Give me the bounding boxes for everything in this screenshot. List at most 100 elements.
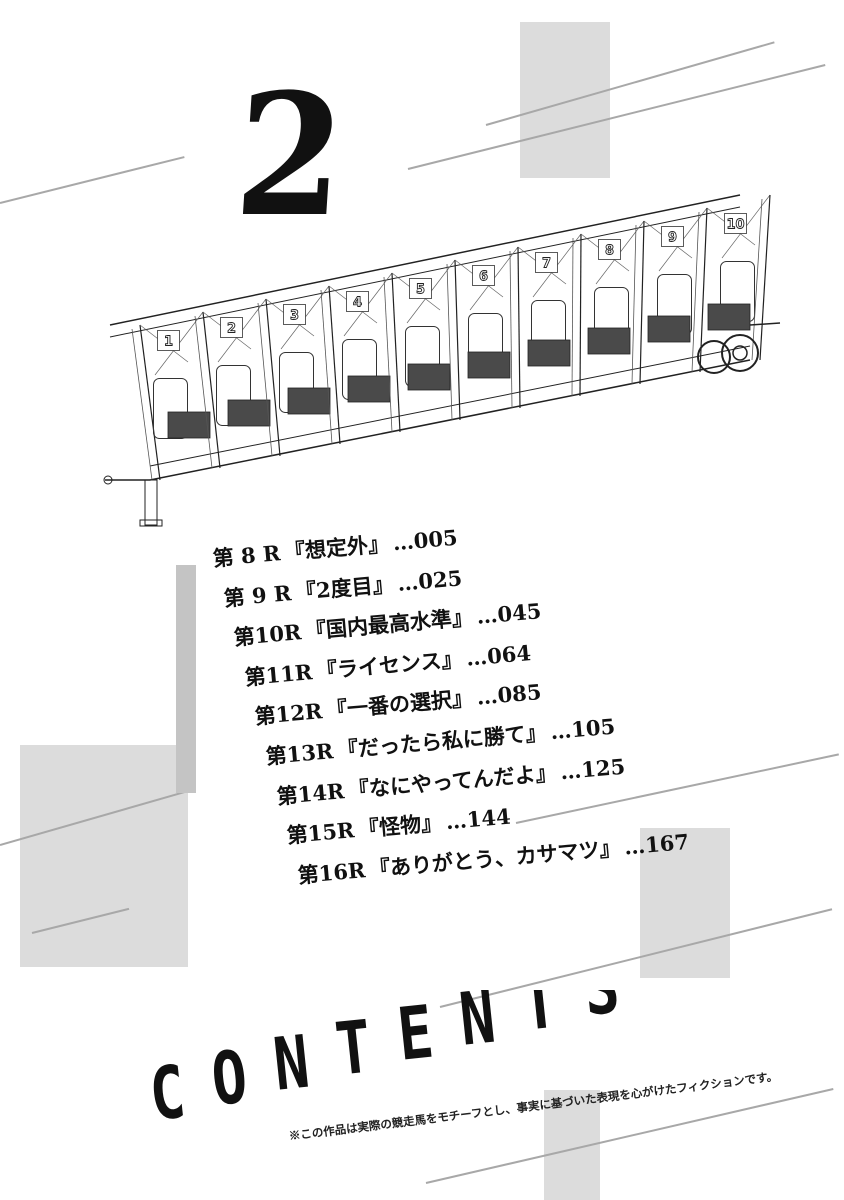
gate-post-inner	[691, 211, 700, 373]
toc-page: …064	[464, 639, 532, 671]
gate-stall-door	[467, 351, 511, 379]
toc-title: 『なにやってんだよ』	[346, 759, 558, 803]
toc-title: 『ありがとう、カサマツ』	[367, 834, 622, 882]
contents-letter: O	[208, 1035, 252, 1122]
gate-number: 6	[479, 270, 488, 285]
gate-stall-door	[167, 411, 211, 439]
gate-post-inner	[631, 224, 637, 385]
toc-title: 『だったら私に勝て』	[336, 719, 548, 763]
toc-item: 第10R『国内最高水準』…045	[233, 598, 547, 651]
gate-number: 3	[290, 309, 299, 324]
gate-stall-window	[153, 378, 188, 439]
gate-number-plate	[535, 252, 558, 273]
toc-title: 『国内最高水準』	[304, 604, 474, 644]
gate-post	[391, 272, 401, 433]
gate-number: 4	[353, 296, 362, 311]
contents-letter: E	[394, 990, 438, 1077]
gate-stall-door	[707, 303, 751, 331]
gate-number-plate	[283, 304, 306, 325]
gate-bottom-rail-inner	[149, 345, 751, 467]
contents-letter: N	[270, 1020, 314, 1107]
toc-title: 『ライセンス』	[314, 645, 464, 684]
deco-block-top	[520, 22, 610, 178]
toc-page: …144	[445, 803, 512, 835]
gate-post	[202, 311, 221, 469]
gate-number-plate	[409, 278, 432, 299]
toc-page: …085	[475, 679, 543, 710]
gate-post	[139, 324, 161, 481]
toc-item: 第14R『なにやってんだよ』…125	[275, 753, 629, 810]
gate-post	[328, 285, 341, 445]
toc-label: 第16R	[296, 856, 367, 888]
toc-title: 『一番の選択』	[325, 685, 475, 724]
gate-stall-door	[647, 315, 691, 343]
toc-item: 第 9 R『2度目』…025	[222, 565, 466, 612]
toc-label: 第13R	[264, 738, 335, 770]
starting-gate-illustration: 1 2 3 4 5 6 7 8 9 10	[100, 175, 790, 545]
gate-number-plate	[220, 317, 243, 338]
gate-number: 2	[227, 322, 236, 337]
gate-post	[454, 259, 461, 421]
gate-number: 1	[164, 335, 173, 350]
contents-letter: T	[332, 1005, 376, 1092]
deco-block-left	[20, 745, 188, 967]
toc-title: 『2度目』	[293, 570, 395, 605]
contents-letter: C	[148, 1050, 189, 1130]
toc-page: …025	[395, 564, 463, 596]
gate-stall-door	[587, 327, 631, 355]
gate-number: 7	[542, 257, 551, 272]
gate-top-rail	[109, 194, 741, 326]
contents-letter: S	[580, 990, 624, 1032]
gate-number: 5	[416, 283, 425, 298]
toc-label: 第12R	[254, 698, 324, 730]
deco-block-right	[640, 828, 730, 978]
toc-page: …105	[549, 713, 617, 745]
deco-line-2	[407, 64, 826, 170]
gate-post-inner	[571, 237, 574, 397]
gate-number-plate	[472, 265, 495, 286]
gate-post	[759, 194, 771, 361]
contents-letter: T	[518, 990, 562, 1047]
gate-stall-door	[407, 363, 451, 391]
contents-heading: CONTENTS	[146, 945, 668, 1137]
gate-number: 9	[668, 231, 677, 246]
toc-item: 第16R『ありがとう、カサマツ』…167	[297, 828, 694, 888]
gate-post	[265, 298, 281, 457]
gate-wheel	[721, 334, 759, 372]
gate-post-inner	[509, 250, 513, 409]
gate-number-plate	[724, 213, 747, 234]
gate-stall-door	[287, 387, 331, 415]
deco-line-6	[515, 753, 839, 824]
toc-page: …125	[558, 753, 626, 784]
gate-number-plate	[157, 330, 180, 351]
gate-post-inner	[383, 276, 393, 433]
toc-item: 第13R『だったら私に勝て』…105	[265, 713, 620, 770]
toc-item: 第11R『ライセンス』…064	[244, 640, 536, 691]
gate-post-inner	[751, 198, 763, 361]
gate-post	[517, 246, 521, 409]
gate-leg	[144, 479, 158, 526]
gate-number: 10	[726, 218, 744, 233]
toc-label: 第11R	[243, 658, 314, 690]
gate-wheel	[697, 340, 731, 374]
gate-post-inner	[257, 302, 273, 457]
toc-label: 第14R	[275, 777, 345, 809]
gate-post	[699, 207, 708, 373]
toc-accent-bar	[176, 565, 196, 793]
toc-page: …045	[475, 598, 543, 629]
toc-label: 第10R	[232, 619, 303, 651]
gate-post-inner	[131, 328, 153, 481]
gate-axle-arm	[749, 322, 781, 326]
contents-heading-svg: CONTENTS	[146, 945, 624, 1137]
gate-number: 8	[605, 244, 614, 259]
gate-bottom-rail	[149, 359, 751, 481]
gate-number-plate	[598, 239, 621, 260]
gate-post	[579, 233, 582, 397]
toc-label: 第 9 R	[222, 579, 292, 611]
toc-item: 第12R『一番の選択』…085	[254, 679, 547, 730]
gate-stall-door	[347, 375, 391, 403]
gate-top-rail-inner	[109, 206, 741, 338]
gate-number-plate	[661, 226, 684, 247]
gate-wheel-hub	[732, 345, 748, 361]
gate-foot	[139, 519, 163, 527]
